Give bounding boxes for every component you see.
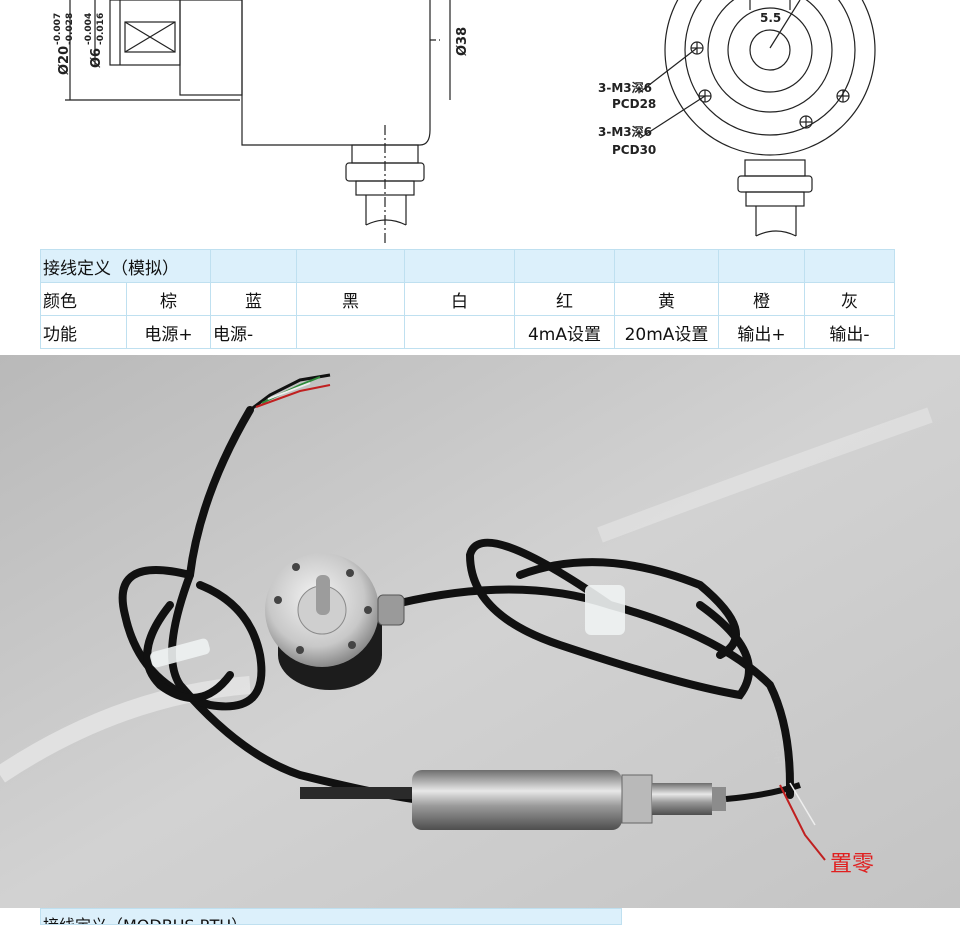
dim-shaft20-tol-lower: -0.028 [65,13,75,45]
function-cell: 输出+ [718,315,805,349]
color-cell: 红 [514,282,615,316]
color-cell: 黑 [296,282,405,316]
function-cell: 4mA设置 [514,315,615,349]
color-row-label: 颜色 [40,282,127,316]
color-cell: 棕 [126,282,211,316]
wiring-table-header-row: 接线定义（模拟） [40,249,895,283]
function-cell [296,315,405,349]
pcd-1: PCD28 [612,97,656,111]
dim-flat-label: 5.5 [760,11,781,25]
modbus-table-header: 接线定义（MODBUS RTU） [40,908,622,925]
dim-shaft6-tol-upper: -0.004 [84,13,94,45]
function-cell: 20mA设置 [614,315,719,349]
color-cell: 橙 [718,282,805,316]
dim-shaft20-tol-upper: -0.007 [53,13,63,45]
wiring-table-color-row: 颜色 棕 蓝 黑 白 红 黄 橙 灰 [40,282,895,316]
color-cell: 白 [404,282,515,316]
function-cell: 电源- [210,315,297,349]
pcd-2: PCD30 [612,143,656,157]
coupling-outline [124,21,176,53]
color-cell: 蓝 [210,282,297,316]
technical-drawing: Ø20 -0.007 -0.028 Ø6 -0.004 -0.016 Ø38 5… [0,0,960,248]
zero-label: 置零 [830,852,875,877]
hole-spec-1: 3-M3深6 [598,80,652,95]
wiring-table-title: 接线定义（模拟） [40,249,211,283]
dim-shaft6-label: Ø6 [89,48,104,68]
hole-spec-2: 3-M3深6 [598,124,652,139]
wiring-table-function-row: 功能 电源+ 电源- 4mA设置 20mA设置 输出+ 输出- [40,315,895,349]
wiring-table: 接线定义（模拟） 颜色 棕 蓝 黑 白 红 黄 橙 灰 功能 电源+ 电源- 4… [40,249,895,349]
dim-shaft20-label: Ø20 [57,46,72,75]
function-cell [404,315,515,349]
modbus-table-title: 接线定义（MODBUS RTU） [43,912,247,924]
product-photo: RSFR-H [0,355,960,908]
color-cell: 黄 [614,282,719,316]
function-row-label: 功能 [40,315,127,349]
function-cell: 输出- [804,315,895,349]
function-cell: 电源+ [126,315,211,349]
color-cell: 灰 [804,282,895,316]
dim-body-label: Ø38 [455,27,470,56]
dim-shaft6-tol-lower: -0.016 [96,13,106,45]
